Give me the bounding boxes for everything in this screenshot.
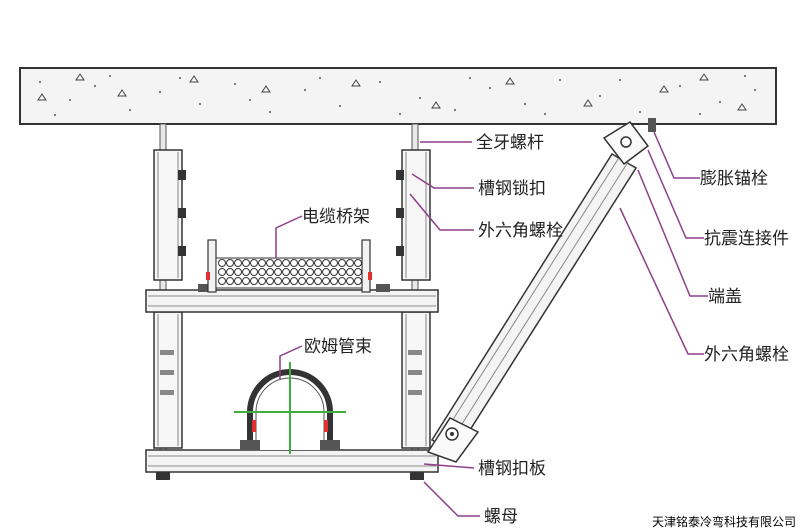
cable xyxy=(250,259,258,267)
cable xyxy=(354,259,362,267)
cable xyxy=(234,259,242,267)
cable xyxy=(346,268,354,276)
cable xyxy=(306,268,314,276)
cable xyxy=(338,259,346,267)
label-hex-bolt-right: 外六角螺栓 xyxy=(704,345,789,365)
cable xyxy=(218,277,226,285)
cable xyxy=(242,277,250,285)
cable xyxy=(314,268,322,276)
cable xyxy=(266,268,274,276)
channel-lower-left xyxy=(153,311,183,449)
seismic-brace xyxy=(426,118,656,463)
label-seismic-connector: 抗震连接件 xyxy=(704,229,789,249)
concrete-slab xyxy=(19,67,777,125)
cable xyxy=(330,259,338,267)
label-hex-bolt-left: 外六角螺栓 xyxy=(478,221,563,241)
cable xyxy=(274,259,282,267)
cable xyxy=(298,277,306,285)
cable xyxy=(242,268,250,276)
cable xyxy=(266,259,274,267)
cable xyxy=(322,259,330,267)
channel-upper-right xyxy=(396,149,431,281)
seismic-connector-bottom xyxy=(426,417,480,463)
pipe-center-crosshair xyxy=(234,362,346,454)
cable xyxy=(322,268,330,276)
crossbeam-upper xyxy=(145,284,439,313)
cable xyxy=(298,259,306,267)
cable xyxy=(242,259,250,267)
cable xyxy=(282,277,290,285)
cable xyxy=(234,268,242,276)
channel-lower-right xyxy=(401,311,431,449)
crossbeam-lower xyxy=(145,449,439,480)
cable xyxy=(298,268,306,276)
company-watermark: 天津铭泰冷弯科技有限公司 xyxy=(652,514,796,529)
channel-upper-left xyxy=(153,149,186,281)
label-nut: 螺母 xyxy=(484,507,518,527)
cable xyxy=(282,268,290,276)
cable xyxy=(226,259,234,267)
cable xyxy=(250,277,258,285)
cable xyxy=(266,277,274,285)
cable xyxy=(226,277,234,285)
cable xyxy=(354,277,362,285)
cable-tray xyxy=(206,239,372,293)
label-cable-tray: 电缆桥架 xyxy=(302,207,370,227)
cable xyxy=(306,277,314,285)
cable xyxy=(282,259,290,267)
cable xyxy=(314,277,322,285)
cable xyxy=(226,268,234,276)
callout-labels: 全牙螺杆 槽钢锁扣 外六角螺栓 电缆桥架 欧姆管束 槽钢扣板 螺母 膨胀锚栓 抗… xyxy=(302,133,789,527)
cable xyxy=(258,268,266,276)
cable xyxy=(290,259,298,267)
label-channel-lock: 槽钢锁扣 xyxy=(478,179,546,199)
label-expansion-anchor: 膨胀锚栓 xyxy=(700,169,768,189)
cable xyxy=(346,259,354,267)
cable xyxy=(338,277,346,285)
cable xyxy=(290,277,298,285)
cable xyxy=(250,268,258,276)
seismic-connector-top xyxy=(602,118,656,166)
cable xyxy=(234,277,242,285)
label-full-thread-rod: 全牙螺杆 xyxy=(476,133,544,153)
cable xyxy=(218,268,226,276)
cable xyxy=(258,277,266,285)
cable xyxy=(346,277,354,285)
leader-lines xyxy=(275,131,708,517)
label-channel-plate: 槽钢扣板 xyxy=(478,459,546,479)
label-omega-clamp: 欧姆管束 xyxy=(304,337,372,357)
cable xyxy=(330,268,338,276)
cable xyxy=(306,259,314,267)
cable xyxy=(218,259,226,267)
cable xyxy=(322,277,330,285)
cable xyxy=(330,277,338,285)
cable xyxy=(338,268,346,276)
cable xyxy=(314,259,322,267)
cable xyxy=(354,268,362,276)
cable xyxy=(274,277,282,285)
cable xyxy=(274,268,282,276)
label-end-cap: 端盖 xyxy=(708,287,742,307)
cable xyxy=(290,268,298,276)
cable xyxy=(258,259,266,267)
